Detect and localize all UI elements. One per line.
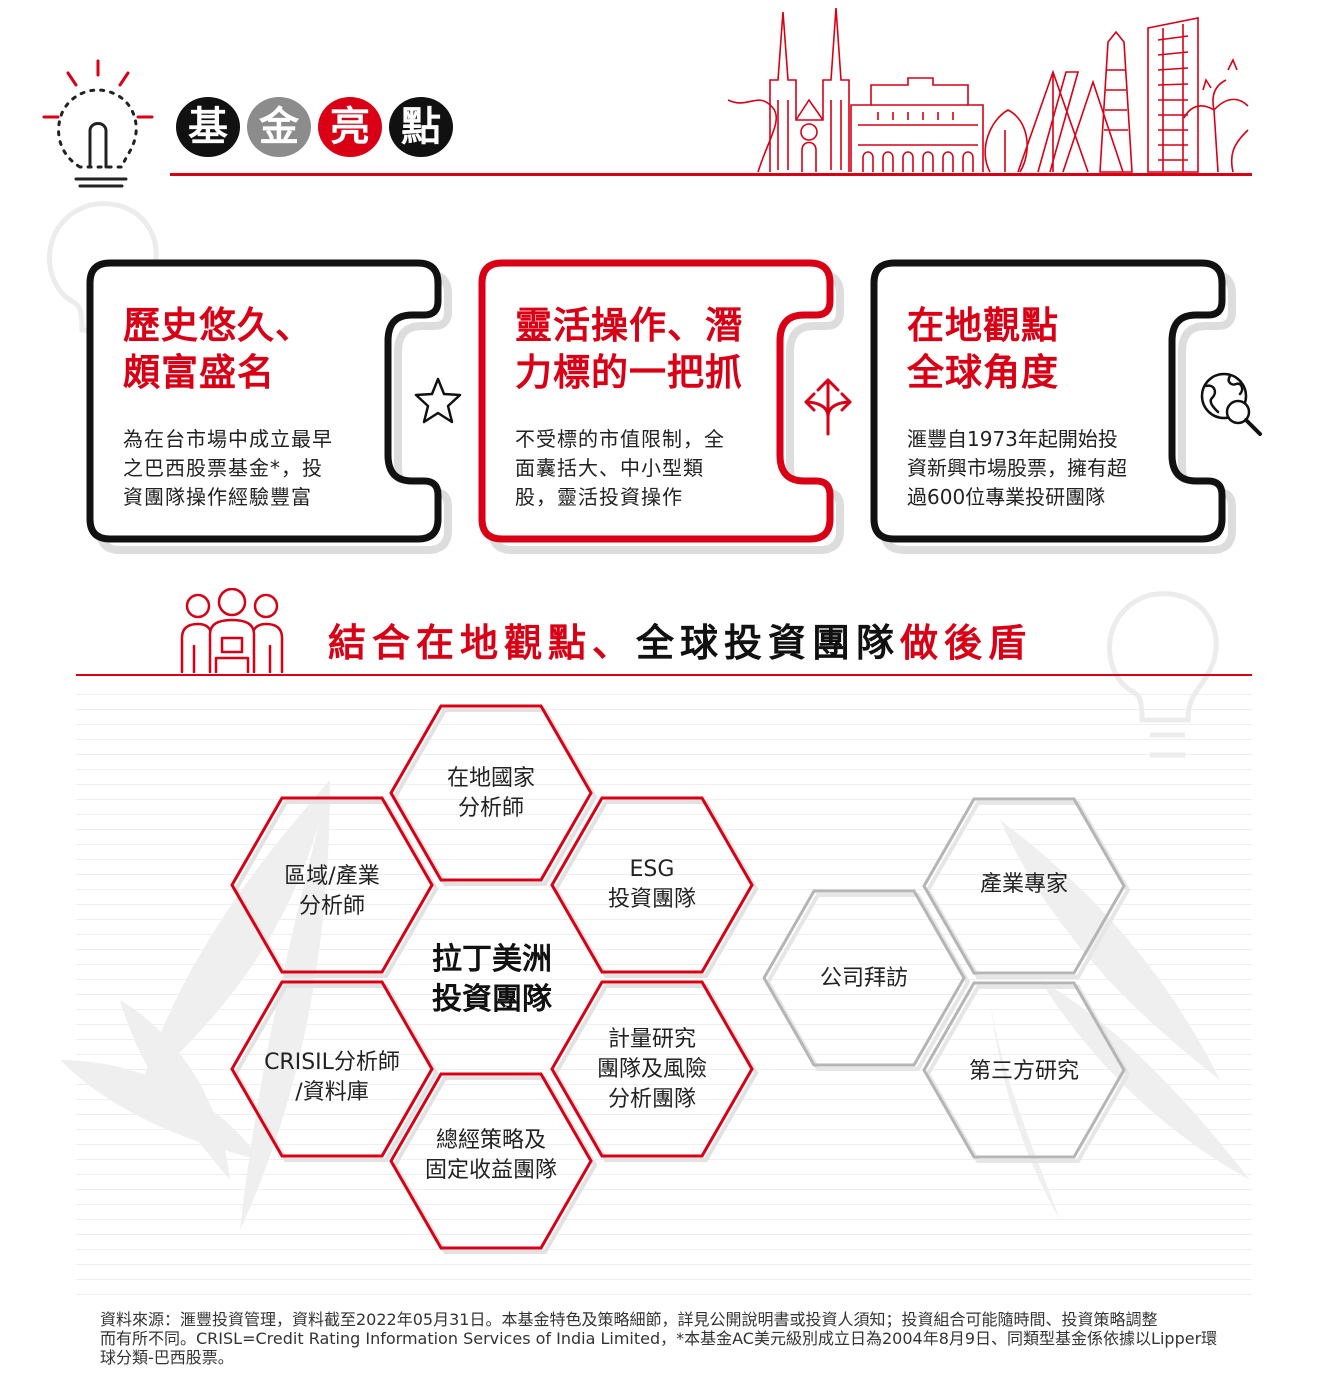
title-char-1: 基 (176, 97, 240, 157)
card-2-title-line1: 靈活操作、潛 (515, 304, 743, 347)
card-2-title-line2: 力標的一把抓 (515, 351, 743, 394)
hex-label-company-visits: 公司拜訪 (819, 966, 908, 991)
split-arrows-icon (804, 378, 852, 436)
section-title-black: 全球投資團隊 (636, 621, 901, 665)
star-icon (414, 377, 462, 424)
hex-label-quant-risk: 計量研究團隊及風險分析團隊 (596, 1027, 707, 1112)
hex-label-local-analysts: 在地國家分析師 (446, 766, 535, 821)
hex-label-center-team: 拉丁美洲投資團隊 (432, 942, 552, 1017)
title-char-2: 金 (247, 97, 311, 157)
team-icon (180, 588, 284, 674)
footnote-line2: 而有所不同。CRISL=Credit Rating Information Se… (100, 1329, 1218, 1348)
footnote-line1: 資料來源：滙豐投資管理，資料截至2022年05月31日。本基金特色及策略細節，詳… (100, 1310, 1158, 1329)
card-2-desc-line1: 不受標的市值限制，全 (515, 427, 725, 451)
globe-search-icon (1200, 372, 1262, 436)
card-1-desc-line3: 資團隊操作經驗豐富 (123, 485, 312, 509)
card-3-title-line2: 全球角度 (907, 351, 1059, 394)
section-divider (76, 674, 1252, 676)
hex-label-macro-fixed-income: 總經策略及固定收益團隊 (424, 1128, 557, 1183)
card-1-title-line2: 頗富盛名 (123, 351, 275, 394)
hex-label-regional-analysts: 區域/產業分析師 (284, 864, 380, 919)
card-2-desc-line2: 面囊括大、中小型類 (515, 456, 704, 480)
card-2-desc-line3: 股，靈活投資操作 (515, 485, 683, 509)
section-title: 結合在地觀點、全球投資團隊做後盾 (328, 612, 1032, 667)
card-3-desc-line3: 過600位專業投研團隊 (907, 485, 1106, 509)
title-char-4: 點 (389, 97, 453, 157)
section-title-red-2: 做後盾 (900, 621, 1033, 665)
faint-bulb-icon (47, 201, 1219, 758)
title-char-3: 亮 (318, 97, 382, 157)
card-1-desc-line2: 之巴西股票基金*，投 (123, 456, 323, 480)
hex-label-industry-experts: 產業專家 (979, 872, 1068, 897)
header-divider (170, 173, 1252, 176)
card-1-desc-line1: 為在台市場中成立最早 (123, 427, 333, 451)
hex-label-crisil: CRISIL分析師/資料庫 (264, 1050, 400, 1105)
card-3-title-line1: 在地觀點 (907, 304, 1059, 347)
card-3-desc-line1: 滙豐自1973年起開始投 (907, 427, 1118, 451)
section-title-red-1: 結合在地觀點、 (328, 621, 637, 665)
footnote: 資料來源：滙豐投資管理，資料截至2022年05月31日。本基金特色及策略細節，詳… (100, 1310, 1240, 1367)
hex-label-third-party: 第三方研究 (968, 1059, 1079, 1084)
card-3-desc-line2: 資新興市場股票，擁有超 (907, 456, 1127, 480)
city-skyline-illustration (728, 7, 1249, 173)
footnote-line3: 球分類-巴西股票。 (100, 1348, 234, 1367)
lightbulb-icon (42, 59, 154, 188)
card-1-title-line1: 歷史悠久、 (123, 304, 313, 347)
